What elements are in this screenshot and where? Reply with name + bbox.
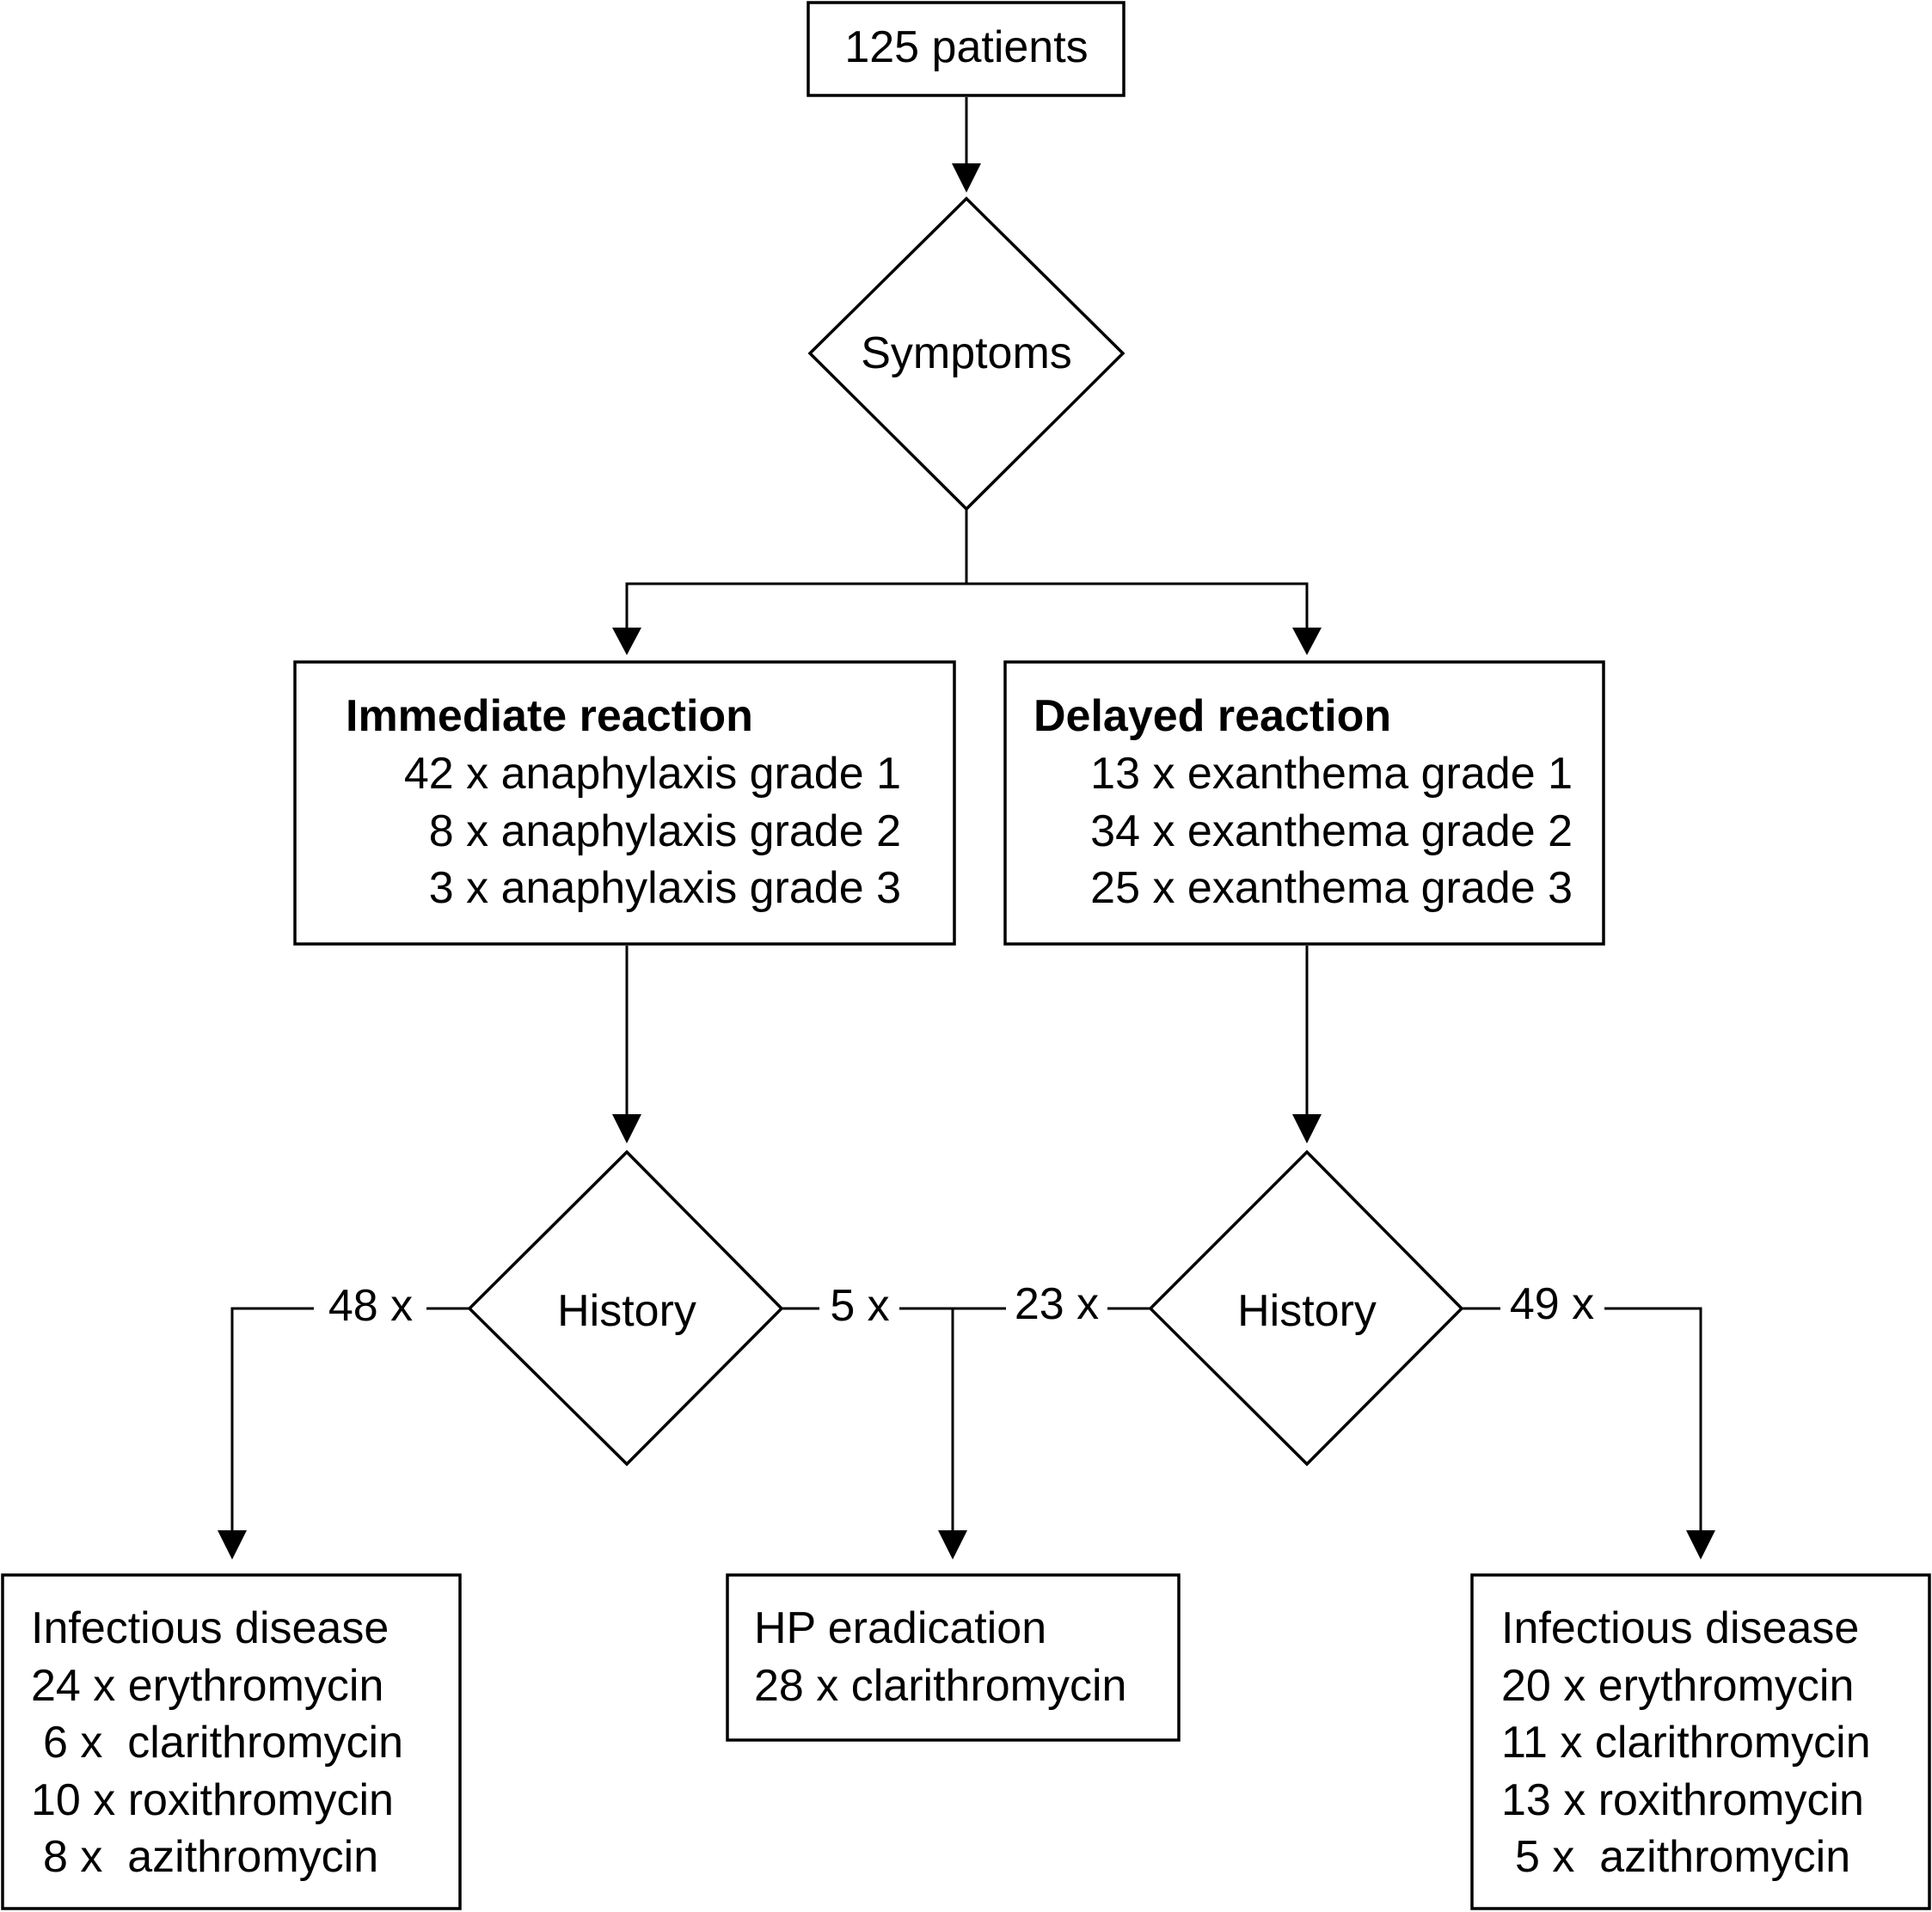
infectious-left-line-2: 24 x erythromycin <box>31 1661 383 1711</box>
hp-line-1: HP eradication <box>754 1603 1046 1653</box>
delayed-title: Delayed reaction <box>1033 691 1391 741</box>
history-left-diamond <box>467 1149 784 1467</box>
immediate-line-2: 8 x anaphylaxis grade 2 <box>429 806 901 856</box>
edge-label-5x: 5 x <box>830 1281 889 1331</box>
node-start: 125 patients <box>807 1 1125 97</box>
immediate-box <box>293 660 956 946</box>
infectious-right-box <box>1470 1573 1931 1910</box>
history-right-label: History <box>1237 1286 1377 1336</box>
delayed-line-1: 13 x exanthema grade 1 <box>1090 749 1573 799</box>
hp-box <box>726 1573 1181 1742</box>
hp-line-2: 28 x clarithromycin <box>754 1661 1126 1711</box>
infectious-left-line-1: Infectious disease <box>31 1603 389 1653</box>
arrowhead-delayed <box>1292 628 1322 655</box>
delayed-line-3: 25 x exanthema grade 3 <box>1090 863 1573 913</box>
immediate-title: Immediate reaction <box>346 691 753 741</box>
infectious-right-line-1: Infectious disease <box>1501 1603 1859 1653</box>
infectious-right-line-3: 11 x clarithromycin <box>1501 1718 1871 1768</box>
infectious-left-box <box>1 1573 462 1910</box>
infectious-left-line-4: 10 x roxithromycin <box>31 1775 394 1825</box>
arrowhead-immediate <box>612 628 641 655</box>
immediate-line-3: 3 x anaphylaxis grade 3 <box>429 863 901 913</box>
infectious-right-line-5: 5 x azithromycin <box>1515 1832 1850 1882</box>
start-label: 125 patients <box>844 22 1088 72</box>
node-infectious-right: Infectious disease 20 x erythromycin 11 … <box>1470 1573 1931 1910</box>
node-history-left: History <box>467 1149 784 1467</box>
symptoms-diamond <box>807 196 1125 512</box>
node-history-right: History <box>1148 1149 1464 1467</box>
edge-label-23x: 23 x <box>1015 1279 1099 1329</box>
edge-49x-right <box>1604 1307 1702 1530</box>
history-left-label: History <box>557 1286 696 1336</box>
connectors <box>218 97 1715 1560</box>
immediate-line-1: 42 x anaphylaxis grade 1 <box>404 749 901 799</box>
symptoms-label: Symptoms <box>861 328 1072 378</box>
arrowhead-history-left <box>612 1114 641 1143</box>
edge-48x-left <box>230 1307 314 1530</box>
node-delayed-reaction: Delayed reaction 13 x exanthema grade 1 … <box>1003 660 1605 946</box>
node-hp-eradication: HP eradication 28 x clarithromycin <box>726 1573 1181 1742</box>
arrowhead-infectious-left <box>218 1530 247 1560</box>
infectious-right-line-2: 20 x erythromycin <box>1501 1661 1854 1711</box>
edge-label-49x: 49 x <box>1510 1279 1594 1329</box>
node-infectious-left: Infectious disease 24 x erythromycin 6 x… <box>1 1573 462 1910</box>
node-symptoms: Symptoms <box>807 196 1125 512</box>
arrowhead-infectious-right <box>1686 1530 1715 1560</box>
edge-split-bar <box>625 582 1309 628</box>
arrowhead-history-right <box>1292 1114 1322 1143</box>
history-right-diamond <box>1148 1149 1464 1467</box>
infectious-left-line-5: 8 x azithromycin <box>43 1832 378 1882</box>
edge-label-48x: 48 x <box>328 1281 413 1331</box>
delayed-box <box>1003 660 1605 946</box>
delayed-line-2: 34 x exanthema grade 2 <box>1090 806 1573 856</box>
node-immediate-reaction: Immediate reaction 42 x anaphylaxis grad… <box>293 660 956 946</box>
infectious-left-line-3: 6 x clarithromycin <box>43 1718 403 1768</box>
arrowhead-symptoms <box>952 163 981 193</box>
start-box <box>807 1 1125 97</box>
infectious-right-line-4: 13 x roxithromycin <box>1501 1775 1864 1825</box>
arrowhead-hp <box>938 1530 967 1560</box>
